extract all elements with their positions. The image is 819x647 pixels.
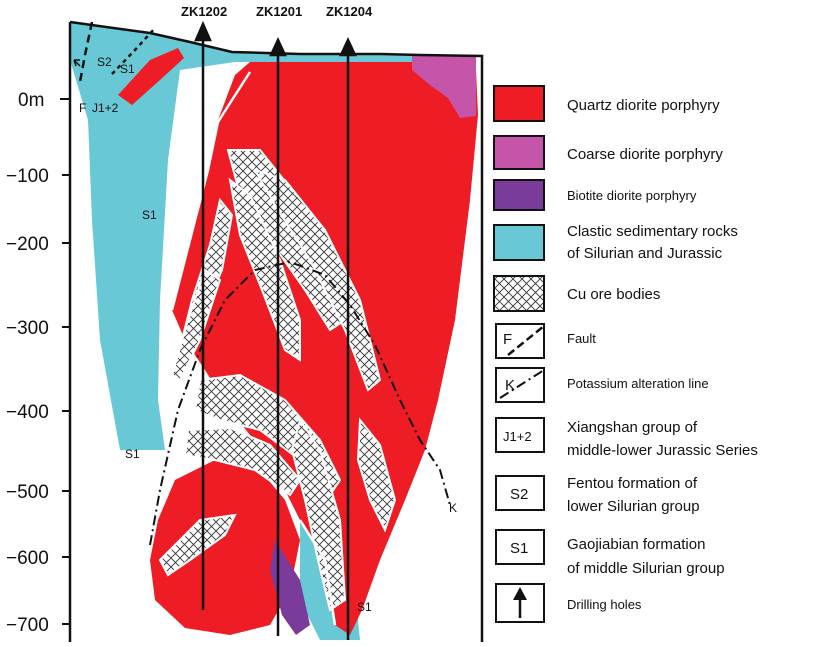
depth-axis [60, 99, 70, 624]
legend-fault-symbol: F [503, 331, 512, 348]
depth-tick-400: −400 [6, 402, 49, 423]
drill-hole-label-zk1202: ZK1202 [181, 4, 227, 19]
legend-label-s2-1: Fentou formation of [567, 475, 698, 492]
legend-label-jurassic-2: middle-lower Jurassic Series [567, 442, 758, 459]
drill-hole-zk1201-arrow [271, 40, 285, 55]
legend-label-jurassic-1: Xiangshan group of [567, 419, 698, 436]
depth-tick-0: 0m [18, 90, 44, 111]
legend-swatch-coarse-diorite [494, 136, 544, 169]
legend-k-symbol: K [505, 377, 515, 394]
depth-tick-500: −500 [6, 482, 49, 503]
label-jurassic: J1+2 [92, 101, 119, 115]
legend-label-biotite-diorite: Biotite diorite porphyry [567, 188, 697, 203]
depth-tick-100: −100 [6, 166, 49, 187]
legend-label-k-line: Potassium alteration line [567, 376, 709, 391]
legend-label-s2-2: lower Silurian group [567, 498, 700, 515]
legend-label-clastic-2: of Silurian and Jurassic [567, 245, 723, 262]
drill-hole-zk1202-arrow [196, 24, 210, 40]
drill-hole-zk1204-arrow [341, 40, 355, 55]
legend-label-clastic-1: Clastic sedimentary rocks [567, 223, 738, 240]
drill-hole-label-zk1204: ZK1204 [326, 4, 373, 19]
legend-label-drill: Drilling holes [567, 597, 642, 612]
section-body: ZK1202 ZK1201 ZK1204 S2 S1 F J1+2 S1 S1 … [70, 4, 482, 642]
legend-label-coarse-diorite: Coarse diorite porphyry [567, 146, 723, 163]
depth-tick-300: −300 [6, 318, 49, 339]
depth-tick-200: −200 [6, 234, 49, 255]
legend: F K J1+2 S2 S1 Quartz diorite porphyry C… [494, 86, 758, 622]
legend-jurassic-symbol: J1+2 [503, 429, 532, 444]
label-s1-bottom: S1 [357, 600, 372, 614]
depth-tick-700: −700 [6, 615, 49, 636]
label-fault: F [79, 101, 86, 115]
depth-tick-600: −600 [6, 548, 49, 569]
legend-s2-symbol: S2 [510, 486, 528, 503]
label-s1-left: S1 [142, 208, 157, 222]
label-s1-top: S1 [120, 62, 135, 76]
legend-label-quartz-diorite: Quartz diorite porphyry [567, 97, 720, 114]
label-s2-top: S2 [97, 55, 112, 69]
legend-label-fault: Fault [567, 331, 596, 346]
label-k-line: K [449, 501, 457, 515]
legend-swatch-clastic [494, 225, 544, 260]
legend-swatch-biotite-diorite [494, 180, 544, 210]
legend-label-s1-1: Gaojiabian formation [567, 536, 705, 553]
label-s1-mid: S1 [125, 447, 140, 461]
legend-label-s1-2: of middle Silurian group [567, 560, 725, 577]
drill-hole-label-zk1201: ZK1201 [256, 4, 302, 19]
legend-swatch-quartz-diorite [494, 86, 544, 121]
legend-swatch-cu-ore [494, 276, 544, 311]
legend-s1-symbol: S1 [510, 540, 528, 557]
legend-label-cu-ore: Cu ore bodies [567, 286, 660, 303]
